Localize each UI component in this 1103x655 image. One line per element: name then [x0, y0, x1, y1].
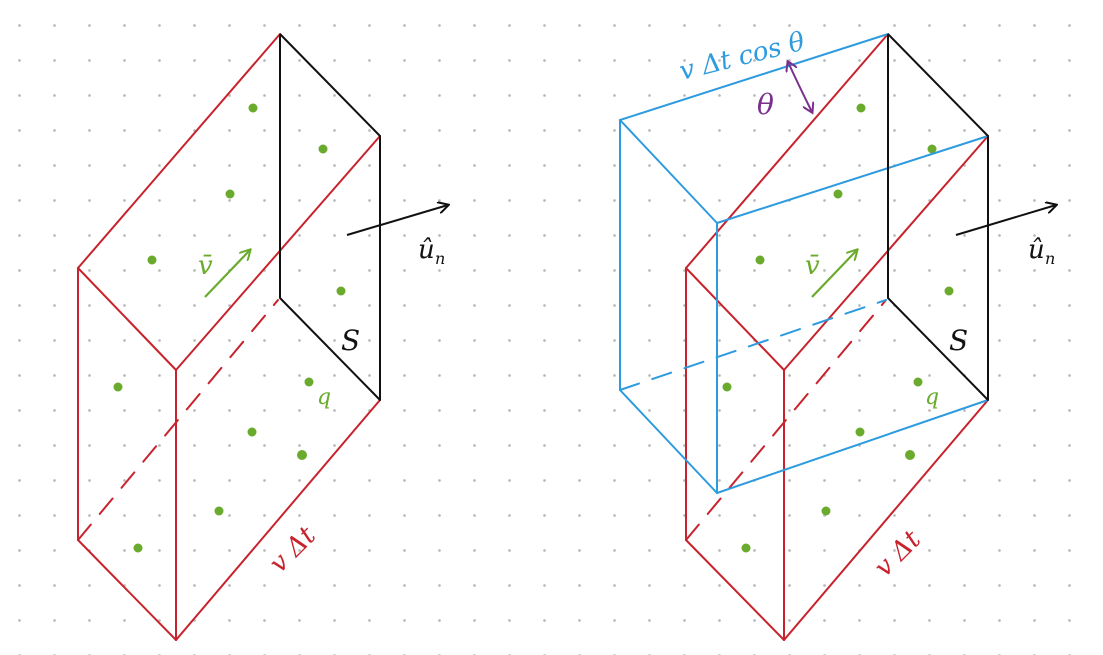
left-charge-particles — [113, 103, 346, 553]
charge-dot — [722, 382, 732, 392]
left-charge-label: q — [317, 385, 331, 410]
left-unit-normal-arrow — [346, 205, 448, 236]
right-charge-volume — [685, 33, 989, 641]
right-unit-normal-arrow — [955, 205, 1056, 236]
right-projected-volume — [619, 33, 989, 494]
left-length-label: v Δt — [264, 520, 322, 578]
charge-dot — [833, 189, 843, 199]
right-charge-particles — [722, 103, 954, 553]
right-angle-arc — [788, 62, 812, 112]
left-unit-normal-subscript: n — [435, 249, 445, 268]
charge-dot — [927, 144, 937, 154]
charge-dot — [147, 255, 157, 265]
charge-dot — [304, 377, 314, 387]
left-figure: v̄ û n S q v Δt — [77, 33, 448, 641]
right-velocity-label: v̄ — [805, 251, 820, 281]
right-projected-length-label: v Δt cos θ — [676, 27, 808, 87]
right-length-label: v Δt — [869, 524, 927, 582]
right-unit-normal-label: û — [1028, 235, 1045, 265]
charge-dot — [318, 144, 328, 154]
charge-dot — [247, 427, 257, 437]
left-surface-label: S — [341, 324, 360, 357]
charge-dot — [855, 427, 865, 437]
charge-dot — [214, 506, 224, 516]
charge-dot — [133, 543, 143, 553]
charge-dot — [297, 450, 307, 460]
charge-dot — [113, 382, 123, 392]
charge-dot — [225, 189, 235, 199]
right-angle-label: θ — [757, 88, 774, 121]
left-charge-volume — [77, 33, 381, 641]
charge-dot — [755, 255, 765, 265]
charge-dot — [336, 286, 346, 296]
charge-dot — [944, 286, 954, 296]
charge-dot — [905, 450, 915, 460]
charge-dot — [741, 543, 751, 553]
charge-dot — [248, 103, 258, 113]
charge-dot — [856, 103, 866, 113]
right-charge-label: q — [925, 385, 939, 410]
right-velocity-arrow — [811, 250, 857, 298]
right-surface-s — [887, 33, 989, 401]
charge-dot — [821, 506, 831, 516]
right-figure: v Δt cos θ θ v̄ û n S q v Δt — [619, 27, 1056, 641]
left-velocity-label: v̄ — [198, 251, 213, 281]
right-unit-normal-subscript: n — [1045, 249, 1055, 268]
left-unit-normal-label: û — [418, 235, 435, 265]
left-velocity-arrow — [204, 250, 250, 298]
right-surface-label: S — [949, 324, 968, 357]
left-surface-s — [279, 33, 381, 401]
charge-dot — [913, 377, 923, 387]
